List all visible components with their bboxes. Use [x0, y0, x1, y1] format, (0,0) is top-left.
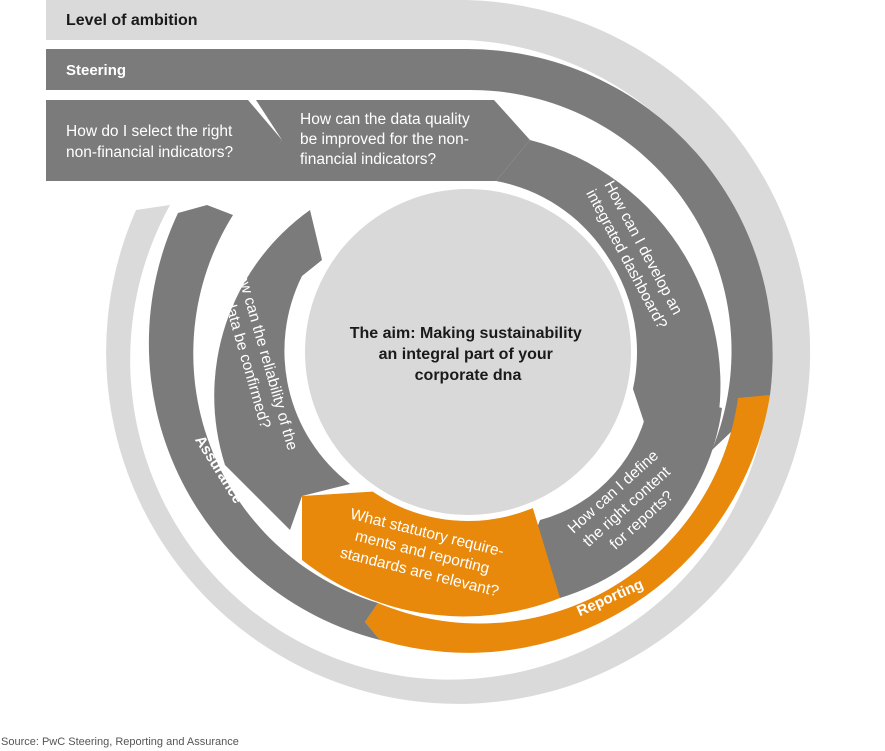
ambition-label: Level of ambition	[66, 12, 198, 29]
aim-text: The aim: Making sustainability an integr…	[350, 325, 587, 384]
indicators-question: How do I select the right non-financial …	[66, 123, 237, 161]
indicators-arrow	[46, 100, 282, 181]
aim-circle	[299, 183, 637, 521]
reporting-ring	[365, 395, 770, 653]
dashboard-arrow	[496, 140, 721, 452]
steering-label: Steering	[66, 62, 126, 79]
assurance-ring	[148, 205, 380, 640]
data-quality-question: How can the data quality be improved for…	[300, 111, 474, 168]
steering-ring	[46, 48, 773, 450]
content-arrow	[525, 390, 722, 598]
data-quality-arrow	[246, 100, 530, 181]
source-note: Source: PwC Steering, Reporting and Assu…	[1, 736, 239, 748]
reliability-arrow	[214, 210, 350, 530]
